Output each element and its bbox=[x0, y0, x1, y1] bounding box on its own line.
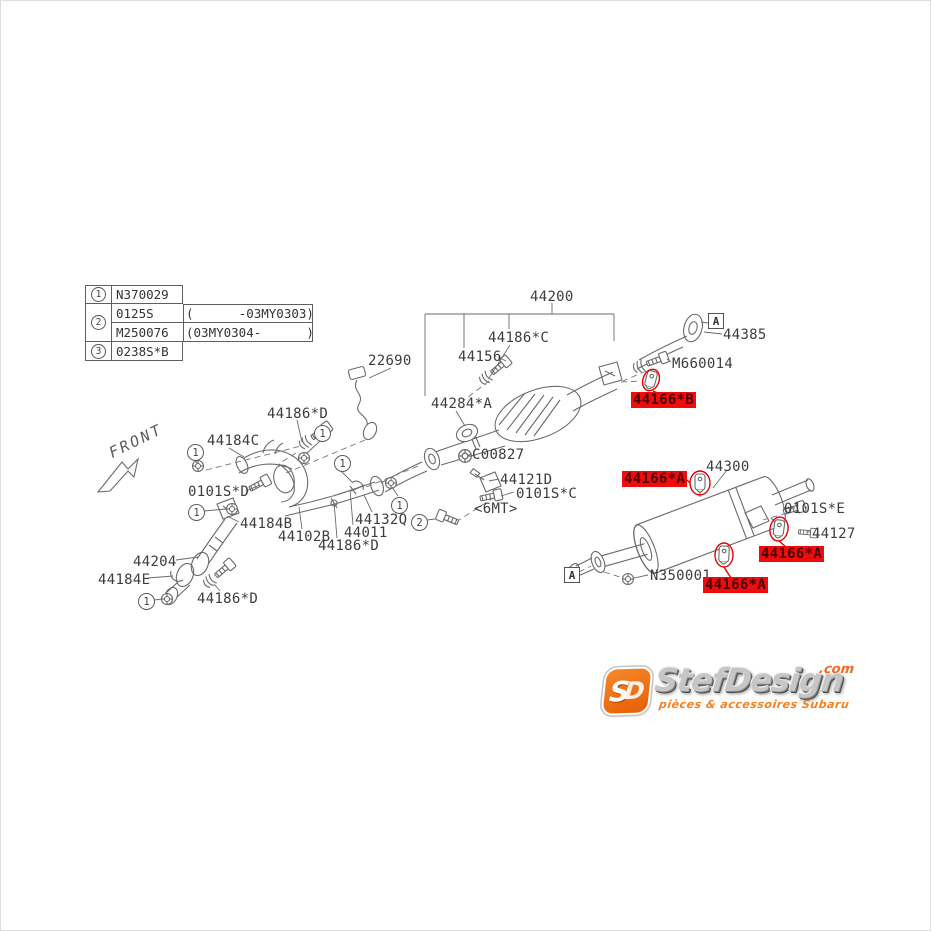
section-marker-a-bottom: A bbox=[564, 567, 580, 583]
legend-row2-num: 2 bbox=[85, 304, 111, 342]
legend-row4-code: 0238S*B bbox=[111, 342, 183, 361]
callout-3: 3 bbox=[91, 343, 106, 359]
part-label-44186D-bot: 44186*D bbox=[197, 591, 259, 607]
part-label-44200: 44200 bbox=[530, 289, 574, 305]
logo-brand-name: StefDesign bbox=[653, 661, 845, 699]
callout-1: 1 bbox=[187, 444, 204, 461]
clamp-C00827 bbox=[458, 449, 472, 463]
logo-tagline: pièces & accessoires Subaru bbox=[658, 698, 851, 711]
callout-1: 1 bbox=[188, 504, 205, 521]
catalytic-converter bbox=[423, 385, 582, 471]
part-label-44132Q: 44132Q bbox=[355, 512, 408, 528]
highlight-label-44166A-left: 44166*A bbox=[622, 471, 688, 487]
part-label-C00827: C00827 bbox=[472, 447, 525, 463]
part-label-44284A: 44284*A bbox=[431, 396, 493, 412]
callout-1: 1 bbox=[334, 455, 351, 472]
callout-2: 2 bbox=[91, 315, 106, 330]
legend-table: 1 N370029 2 0125S ( -03MY0303) M250076 (… bbox=[85, 285, 314, 361]
highlight-label-44166A-right: 44166*A bbox=[759, 546, 825, 562]
part-label-6MT: <6MT> bbox=[474, 501, 518, 517]
part-label-44184E: 44184E bbox=[98, 572, 151, 588]
callout-1: 1 bbox=[91, 287, 106, 302]
part-label-44186D-top: 44186*D bbox=[267, 406, 329, 422]
part-label-44204: 44204 bbox=[133, 554, 177, 570]
legend-row2-range: ( -03MY0303) bbox=[183, 304, 314, 323]
callout-2: 2 bbox=[411, 514, 428, 531]
part-label-N350001: N350001 bbox=[650, 568, 712, 584]
part-label-0101SD: 0101S*D bbox=[188, 484, 250, 500]
highlight-label-44166A-bottom: 44166*A bbox=[703, 577, 769, 593]
legend-row3-range: (03MY0304- ) bbox=[183, 323, 314, 342]
bolts bbox=[200, 350, 819, 591]
part-label-44011: 44011 bbox=[344, 525, 388, 541]
legend-row2-code: 0125S bbox=[111, 304, 183, 323]
part-label-44186C: 44186*C bbox=[488, 330, 550, 346]
part-label-44127: 44127 bbox=[812, 526, 856, 542]
legend-row1-num: 1 bbox=[85, 285, 111, 304]
part-label-44184C: 44184C bbox=[207, 433, 260, 449]
part-label-44184B: 44184B bbox=[240, 516, 293, 532]
callout-1: 1 bbox=[391, 497, 408, 514]
logo-tld: .com bbox=[817, 662, 856, 677]
part-label-44186D-mid: 44186*D bbox=[318, 538, 380, 554]
leader-lines bbox=[147, 344, 811, 601]
part-label-44102B: 44102B bbox=[278, 529, 331, 545]
part-label-44121D: 44121D bbox=[500, 472, 553, 488]
legend-row4-num: 3 bbox=[85, 342, 111, 361]
front-direction-arrow bbox=[96, 457, 139, 493]
legend-row3-code: M250076 bbox=[111, 323, 183, 342]
joint-pipe-44011 bbox=[205, 445, 428, 509]
part-label-44300: 44300 bbox=[706, 459, 750, 475]
nuts bbox=[160, 451, 635, 606]
section-marker-a-top: A bbox=[708, 313, 724, 329]
callout-1: 1 bbox=[314, 425, 331, 442]
oxygen-sensor-22690 bbox=[285, 365, 378, 474]
part-label-44385: 44385 bbox=[723, 327, 767, 343]
part-label-44156: 44156 bbox=[458, 349, 502, 365]
front-pipe-rear-flange bbox=[683, 313, 723, 343]
part-label-22690: 22690 bbox=[368, 353, 412, 369]
highlight-label-44166B: 44166*B bbox=[631, 392, 697, 408]
part-label-0101SC: 0101S*C bbox=[516, 486, 578, 502]
logo-monogram-d: D bbox=[623, 676, 647, 706]
legend-row1-code: N370029 bbox=[111, 285, 183, 304]
gasket-44284A bbox=[455, 423, 479, 443]
part-label-0101SE: 0101S*E bbox=[784, 501, 846, 517]
callout-1: 1 bbox=[138, 593, 155, 610]
bracket-44200 bbox=[424, 303, 615, 396]
part-label-M660014: M660014 bbox=[672, 356, 734, 372]
